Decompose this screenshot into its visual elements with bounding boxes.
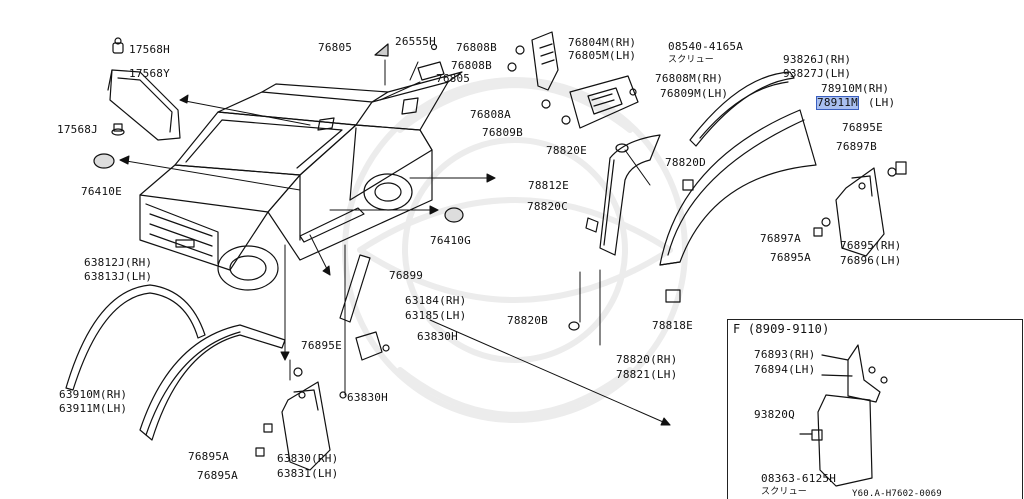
label-76808a: 76808A xyxy=(470,108,511,121)
label-78820d: 78820D xyxy=(665,156,706,169)
label-63910m: 63910M(RH) xyxy=(59,388,128,401)
label-78820b: 78820B xyxy=(507,314,548,327)
part-76895a-screw xyxy=(821,217,831,227)
part-26555h-screw xyxy=(430,43,438,51)
label-17568j: 17568J xyxy=(57,123,98,136)
label-63831lh: 63831(LH) xyxy=(277,467,339,480)
label-78818e: 78818E xyxy=(652,319,693,332)
label-08363-jp: スクリュー xyxy=(761,487,808,497)
part-17568y-panel xyxy=(107,69,181,141)
label-63911m: 63911M(LH) xyxy=(59,402,128,415)
part-76897b-bracket xyxy=(887,161,907,177)
label-63184: 63184(RH) xyxy=(405,294,467,307)
label-76809m: 76809M(LH) xyxy=(660,87,729,100)
part-76805-cap xyxy=(374,43,389,57)
label-78820rh: 78820(RH) xyxy=(616,353,678,366)
part-76899-molding xyxy=(339,254,371,323)
part-78820d-clip xyxy=(682,179,694,191)
label-08540: 08540-4165A xyxy=(668,40,744,53)
part-63830h-screw xyxy=(339,391,347,399)
label-78820c: 78820C xyxy=(527,200,568,213)
inset-title: F (8909-9110) xyxy=(733,322,830,336)
part-76410g-grommet xyxy=(444,207,464,223)
label-76897b: 76897B xyxy=(836,140,877,153)
part-76808m-bracket xyxy=(569,75,639,129)
label-76809b: 76809B xyxy=(482,126,523,139)
label-76893: 76893(RH) xyxy=(754,348,816,361)
label-76808b-2: 76808B xyxy=(451,59,492,72)
label-76895e-right: 76895E xyxy=(842,121,883,134)
label-76894: 76894(LH) xyxy=(754,363,816,376)
label-17568h: 17568H xyxy=(129,43,170,56)
label-76895rh: 76895(RH) xyxy=(840,239,902,252)
label-17568y: 17568Y xyxy=(129,67,170,80)
part-76804m-bracket xyxy=(531,31,559,91)
label-63812j: 63812J(RH) xyxy=(84,256,153,269)
part-76895a-screws-left xyxy=(255,423,273,457)
label-78821lh: 78821(LH) xyxy=(616,368,678,381)
part-78910m-flare xyxy=(659,109,817,266)
label-76895a-left-1: 76895A xyxy=(188,450,229,463)
label-76897a: 76897A xyxy=(760,232,801,245)
label-26555h: 26555H xyxy=(395,35,436,48)
part-76895-mudguard xyxy=(835,167,885,257)
part-76897a-screw xyxy=(813,227,823,237)
label-78911m-lh: (LH) xyxy=(868,96,896,109)
part-76805-plate xyxy=(417,61,445,81)
inset-frame xyxy=(727,319,1023,499)
part-78812e-molding xyxy=(599,134,661,256)
label-08540-jp: スクリュー xyxy=(668,55,715,65)
label-78812e: 78812E xyxy=(528,179,569,192)
label-76895a-right: 76895A xyxy=(770,251,811,264)
label-76899: 76899 xyxy=(389,269,424,282)
label-76805m: 76805M(LH) xyxy=(568,49,637,62)
part-93826j-molding xyxy=(689,71,795,147)
drawing-reference: Y60.A-H7602-0069 xyxy=(852,489,942,499)
part-63812j-molding xyxy=(65,284,206,391)
label-63830h-2: 63830H xyxy=(347,391,388,404)
label-93826j: 93826J(RH) xyxy=(783,53,852,66)
clip-76808b xyxy=(507,45,637,125)
label-78820e: 78820E xyxy=(546,144,587,157)
label-63813j: 63813J(LH) xyxy=(84,270,153,283)
label-93820q: 93820Q xyxy=(754,408,795,421)
part-78820c-clip xyxy=(585,217,599,233)
part-76410e-grommet xyxy=(93,153,115,169)
label-76410g: 76410G xyxy=(430,234,471,247)
label-76805-top: 76805 xyxy=(318,41,353,54)
part-63910m-flare xyxy=(139,324,286,441)
label-78911m-highlighted[interactable]: 78911M xyxy=(816,96,859,110)
label-76410e: 76410E xyxy=(81,185,122,198)
part-63830-mudguard xyxy=(281,381,331,471)
label-63185: 63185(LH) xyxy=(405,309,467,322)
label-76895a-left-2: 76895A xyxy=(197,469,238,482)
label-78910m: 78910M(RH) xyxy=(821,82,890,95)
label-76808b-1: 76808B xyxy=(456,41,497,54)
label-63830rh: 63830(RH) xyxy=(277,452,339,465)
label-76895e-left: 76895E xyxy=(301,339,342,352)
part-76895e-clip-left xyxy=(293,367,303,377)
truck-body-illustration xyxy=(139,71,463,291)
label-08363: 08363-6125H xyxy=(761,472,837,485)
part-63184-bracket xyxy=(355,331,390,361)
label-76896lh: 76896(LH) xyxy=(840,254,902,267)
label-93827j: 93827J(LH) xyxy=(783,67,852,80)
inset-mudguard xyxy=(799,344,888,487)
label-63830h-1: 63830H xyxy=(417,330,458,343)
part-78820e-clip xyxy=(615,143,629,153)
part-78818e-clip xyxy=(665,289,681,303)
label-76808m: 76808M(RH) xyxy=(655,72,724,85)
part-78820b-clip xyxy=(568,321,580,331)
label-76804m: 76804M(RH) xyxy=(568,36,637,49)
part-17568h-clip xyxy=(112,37,124,54)
label-76805-mid: 76805 xyxy=(436,72,471,85)
part-17568j-clip xyxy=(111,123,125,136)
